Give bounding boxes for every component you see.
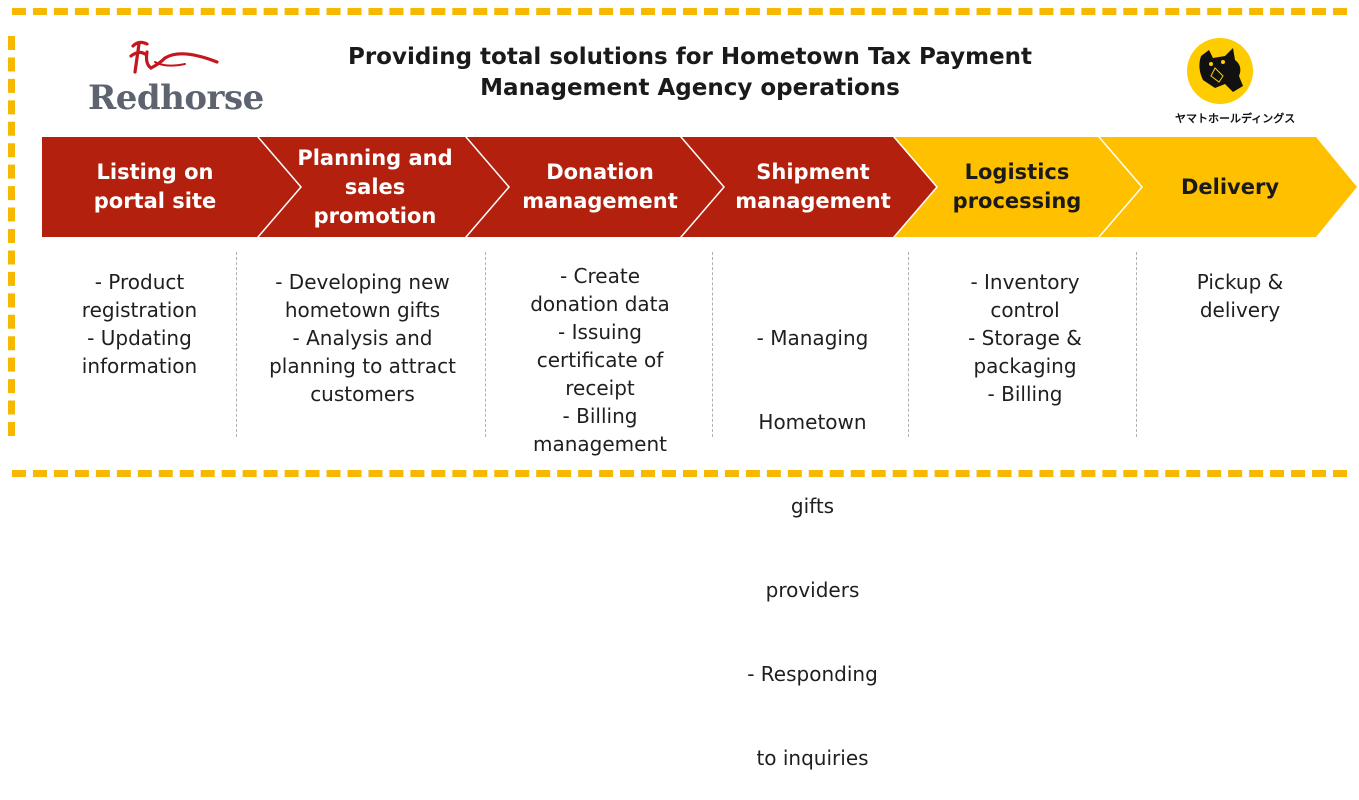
step-6-label: Delivery bbox=[1180, 174, 1280, 199]
step-4-chevron bbox=[682, 137, 936, 237]
frame-bottom-dashed-border bbox=[12, 470, 1347, 477]
redhorse-wordmark: Redhorse bbox=[88, 78, 264, 118]
column-divider-5 bbox=[1136, 252, 1137, 437]
step-1-details: - Product registration - Updating inform… bbox=[81, 270, 198, 378]
redhorse-logo: Redhorse bbox=[85, 38, 264, 118]
step-3-details: - Create donation data - Issuing certifi… bbox=[530, 264, 670, 456]
yamato-caption: ヤマトホールディングス bbox=[1175, 112, 1296, 125]
step-2-chevron bbox=[259, 137, 508, 237]
step-3-chevron bbox=[467, 137, 723, 237]
column-divider-3 bbox=[712, 252, 713, 437]
title-line-2: Management Agency operations bbox=[480, 75, 900, 101]
step-2-details: - Developing new hometown gifts - Analys… bbox=[269, 270, 456, 406]
step-6-chevron bbox=[1100, 137, 1357, 237]
page-title: Providing total solutions for Hometown T… bbox=[320, 42, 1060, 104]
process-chevron-row bbox=[42, 137, 1357, 237]
column-divider-4 bbox=[908, 252, 909, 437]
frame-top-dashed-border bbox=[12, 8, 1347, 15]
redhorse-horse-mark-icon bbox=[129, 40, 219, 74]
title-line-1: Providing total solutions for Hometown T… bbox=[347, 44, 1033, 70]
step-6-details: Pickup & delivery bbox=[1196, 270, 1284, 322]
frame-left-dashed-border bbox=[8, 36, 15, 436]
black-cat-icon bbox=[1199, 48, 1243, 92]
step-5-details: - Inventory control - Storage & packagin… bbox=[968, 270, 1082, 406]
column-divider-1 bbox=[236, 252, 237, 437]
step-1-chevron bbox=[42, 137, 300, 237]
column-divider-2 bbox=[485, 252, 486, 437]
step-5-chevron bbox=[895, 137, 1141, 237]
step-4-details: - Managing Hometown gifts providers - Re… bbox=[747, 326, 878, 770]
yamato-logo: ヤマトホールディングス bbox=[1175, 38, 1310, 128]
